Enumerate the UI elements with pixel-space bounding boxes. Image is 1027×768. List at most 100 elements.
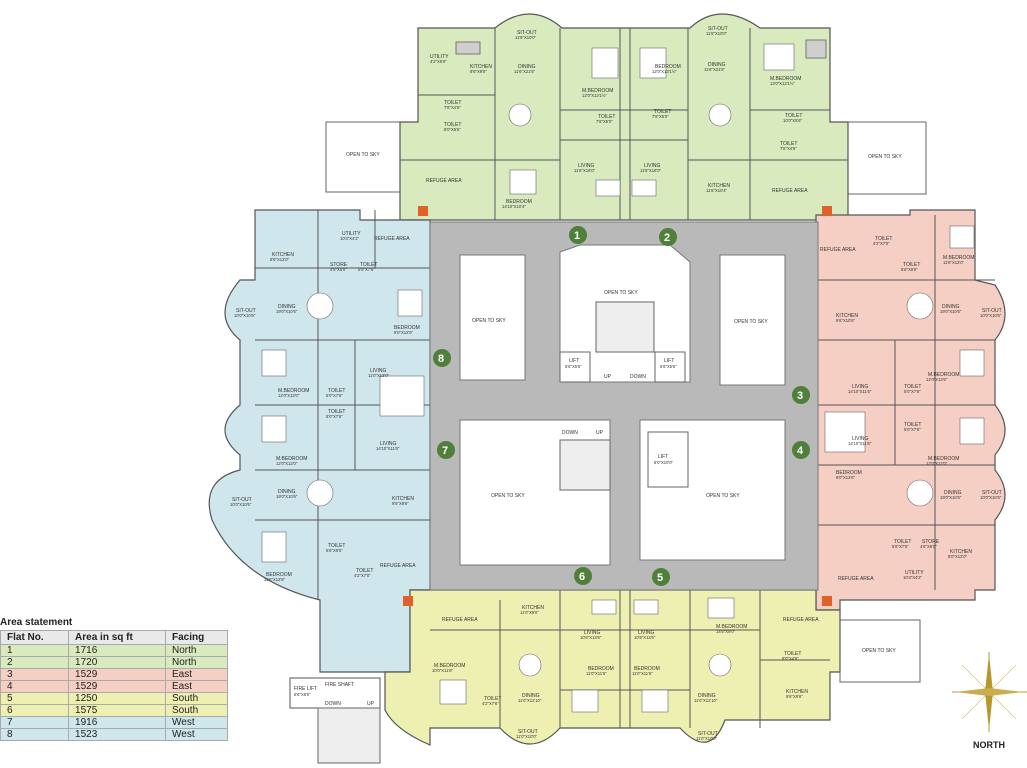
room-size: 12'0"X13'6" [926, 377, 948, 382]
room-size: 11'6"X10'0" [515, 35, 537, 40]
room-label: M.BEDROOM [278, 388, 309, 394]
svg-text:4: 4 [797, 445, 804, 457]
room-label: SIT-OUT [982, 308, 1002, 314]
compass-icon [952, 652, 1027, 732]
refuge-marker [822, 596, 832, 606]
room-label: UTILITY [430, 54, 449, 60]
room-size: 9'6"X10'6" [836, 318, 856, 323]
table-cell-area: 1529 [68, 668, 167, 681]
table-cell-area: 1529 [68, 680, 167, 693]
room-size: 10'0"X10'6" [980, 313, 1002, 318]
room-size: 14'6"X9'0" [716, 629, 736, 634]
room-size: 10'6"X13'6" [634, 635, 656, 640]
stair-down-label: DOWN [630, 374, 646, 380]
table-cell-area: 1575 [68, 704, 167, 717]
room-label: STORE [330, 262, 348, 268]
open-to-sky-label: OPEN TO SKY [604, 290, 638, 296]
room-label: BEDROOM [836, 470, 862, 476]
stair-down-label: DOWN [325, 701, 341, 707]
table-cell-facing: West [165, 728, 228, 741]
svg-text:1: 1 [574, 230, 580, 242]
flat-marker-1: 1 [569, 226, 587, 244]
room-label: BEDROOM [588, 666, 614, 672]
svg-text:7: 7 [442, 445, 448, 457]
room-label: M.BEDROOM [716, 624, 747, 630]
room-size: 8'0"X4'6" [782, 656, 799, 661]
area-statement-title: Area statement [0, 617, 73, 628]
room-label: BEDROOM [266, 572, 292, 578]
room-label: SIT-OUT [517, 30, 537, 36]
room-size: 11'6"X10'0" [706, 31, 728, 36]
room-label: M.BEDROOM [928, 456, 959, 462]
refuge-area-label: REFUGE AREA [442, 617, 478, 623]
flat-marker-4: 4 [792, 441, 810, 459]
room-label: BEDROOM [506, 199, 532, 205]
room-size: 10'0"X5'6" [783, 118, 803, 123]
room-size: 4'2"X7'0" [354, 573, 371, 578]
room-label: KITCHEN [522, 605, 544, 611]
room-size: 4'6"X6'0" [330, 267, 347, 272]
room-label: LIVING [578, 163, 595, 169]
refuge-marker [418, 206, 428, 216]
room-size: 8'6"X9'0" [470, 69, 487, 74]
refuge-markers [403, 206, 832, 606]
room-size: 5'6"X9'6" [901, 267, 918, 272]
room-size: 11'6"X12'6" [264, 577, 286, 582]
room-label: KITCHEN [836, 313, 858, 319]
south-block: KITCHEN 11'0"X9'0" LIVING 10'6"X13'6" LI… [384, 589, 841, 746]
open-to-sky-label: OPEN TO SKY [346, 152, 380, 158]
room-size: 11'6"X21'6" [704, 67, 726, 72]
room-label: TOILET [360, 262, 377, 268]
room-size: 4'2"X7'6" [482, 701, 499, 706]
room-size: 19'0"X10'6" [940, 495, 962, 500]
table-cell-facing: North [165, 656, 228, 669]
room-size: 14'10"X10'4" [502, 204, 526, 209]
room-size: 8'6"X12'0" [270, 257, 290, 262]
flat-marker-3: 3 [792, 386, 810, 404]
room-label: TOILET [484, 696, 501, 702]
room-label: DINING [708, 62, 726, 68]
room-label: TOILET [894, 539, 911, 545]
room-label: TOILET [785, 113, 802, 119]
table-cell-area: 1716 [68, 644, 167, 657]
stair-up-label: UP [604, 374, 612, 380]
room-label: BEDROOM [394, 325, 420, 331]
room-size: 11'6"X10'4" [706, 188, 728, 193]
fire-core: FIRE LIFT 5'6"X5'0" FIRE SHAFT DOWN UP [289, 677, 381, 764]
room-size: 5'6"X7'6" [892, 544, 909, 549]
room-label: BEDROOM [634, 666, 660, 672]
room-label: TOILET [598, 114, 615, 120]
room-size: 8'0"X12'0" [948, 554, 968, 559]
room-label: LIVING [852, 436, 869, 442]
room-label: LIVING [370, 368, 387, 374]
flat-marker-7: 7 [437, 441, 455, 459]
room-label: M.BEDROOM [276, 456, 307, 462]
room-label: KITCHEN [786, 689, 808, 695]
refuge-marker [822, 206, 832, 216]
column-header: Flat No. [0, 630, 70, 645]
room-label: KITCHEN [950, 549, 972, 555]
room-size: 11'0"X13'0" [368, 373, 390, 378]
table-cell-area: 1916 [68, 716, 167, 729]
room-size: 11'6"X16'0" [640, 168, 662, 173]
room-label: DINING [944, 490, 962, 496]
room-label: TOILET [444, 122, 461, 128]
room-label: M.BEDROOM [582, 88, 613, 94]
room-size: 11'6"X21'6" [514, 69, 536, 74]
room-label: SIT-OUT [232, 497, 252, 503]
room-label: M.BEDROOM [434, 663, 465, 669]
column-header: Area in sq ft [68, 630, 167, 645]
open-to-sky-label: OPEN TO SKY [706, 493, 740, 499]
lift-label: LIFT [569, 358, 579, 364]
room-label: LIVING [638, 630, 655, 636]
flat-marker-8: 8 [433, 349, 451, 367]
room-size: 14'10"X11'6" [848, 441, 872, 446]
room-label: BEDROOM [655, 64, 681, 70]
room-label: DINING [278, 304, 296, 310]
table-cell-flat: 7 [0, 716, 70, 729]
table-cell-area: 1720 [68, 656, 167, 669]
room-size: 10'0"X10'6" [230, 502, 252, 507]
room-size: 9'6"X9'6" [392, 501, 409, 506]
